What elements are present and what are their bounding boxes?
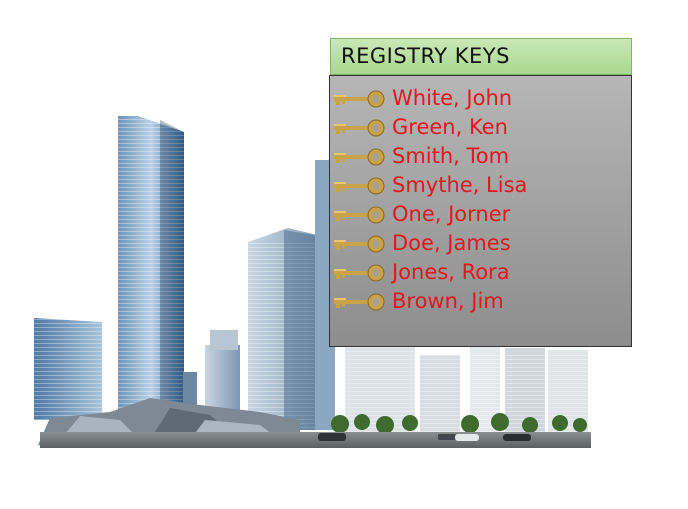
list-item[interactable]: White, John: [330, 84, 631, 113]
list-item[interactable]: Doe, James: [330, 229, 631, 258]
key-icon: [334, 264, 385, 281]
entry-label: Smith, Tom: [392, 144, 510, 168]
entry-label: Brown, Jim: [392, 289, 504, 313]
list-item[interactable]: Jones, Rora: [330, 258, 631, 287]
list-item[interactable]: Smythe, Lisa: [330, 171, 631, 200]
registry-keys-list: White, John Green, Ken Smith, Tom S: [329, 75, 632, 347]
entry-label: Doe, James: [392, 231, 511, 255]
list-item[interactable]: Brown, Jim: [330, 287, 631, 316]
entry-label: Green, Ken: [392, 115, 508, 139]
list-item[interactable]: Green, Ken: [330, 113, 631, 142]
list-item[interactable]: Smith, Tom: [330, 142, 631, 171]
registry-keys-title: REGISTRY KEYS: [330, 38, 632, 75]
key-icon: [334, 119, 385, 136]
key-icon: [334, 235, 385, 252]
key-icon: [334, 90, 385, 107]
key-icon: [334, 293, 385, 310]
key-icon: [334, 177, 385, 194]
entry-label: Jones, Rora: [392, 260, 510, 284]
entry-label: White, John: [392, 86, 513, 110]
key-icon: [334, 206, 385, 223]
entry-label: Smythe, Lisa: [392, 173, 528, 197]
entry-label: One, Jorner: [392, 202, 511, 226]
key-icon: [334, 148, 385, 165]
list-item[interactable]: One, Jorner: [330, 200, 631, 229]
